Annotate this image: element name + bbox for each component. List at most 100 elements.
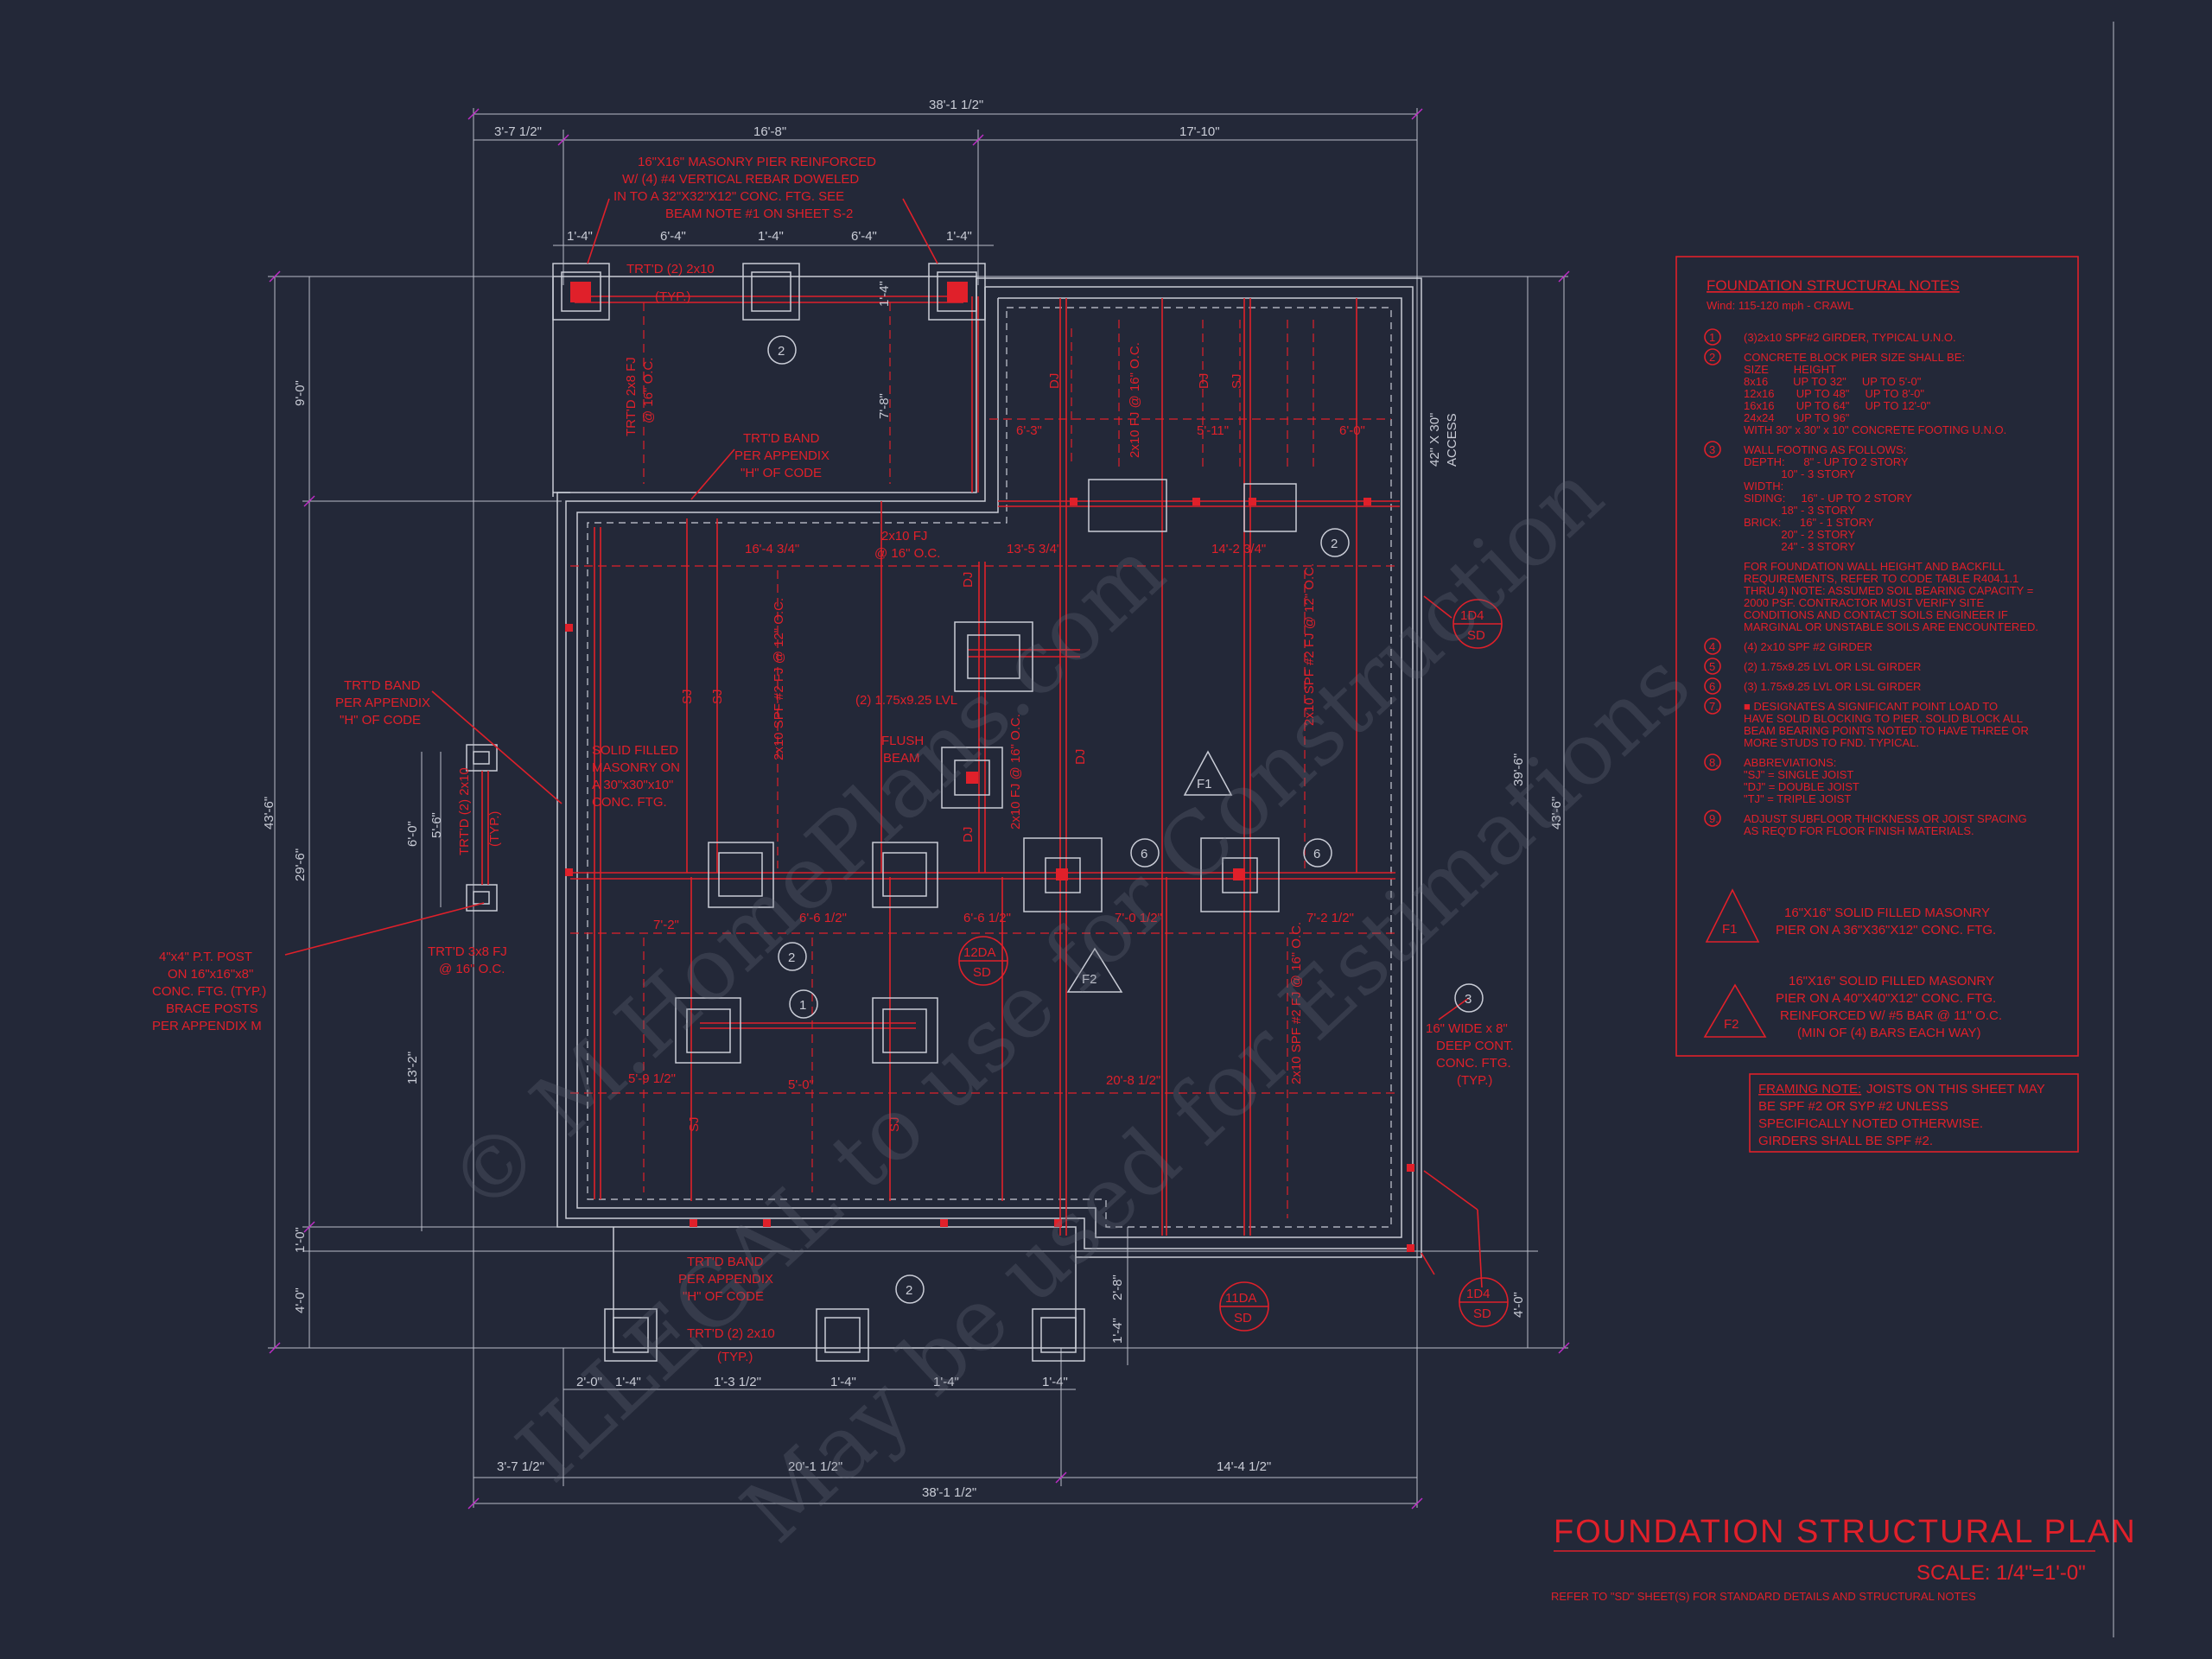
dim-stair-1: 2'-8" (1110, 1274, 1125, 1300)
span-14: 5'-9 1/2" (628, 1071, 676, 1086)
trtd-bot-1: TRT'D (2) 2x10 (687, 1326, 775, 1341)
note-line: CONDITIONS AND CONTACT SOILS ENGINEER IF (1744, 608, 2008, 621)
f2-legend-3: REINFORCED W/ #5 BAR @ 11" O.C. (1780, 1008, 2002, 1023)
tag-2-b (1320, 528, 1350, 557)
note-line: 12x16 UP TO 48" UP TO 8'-0" (1744, 387, 1924, 400)
band-top-2: PER APPENDIX (734, 448, 830, 463)
pier-tr-fill (947, 282, 968, 302)
top-dimensions: 38'-1 1/2" 3'-7 1/2" 16'-8" 17'-10" 1'-4… (473, 98, 1418, 1508)
note-line: 8x16 UP TO 32" UP TO 5'-0" (1744, 375, 1922, 388)
span-9: 6'-6 1/2" (963, 911, 1011, 925)
dj-1: DJ (1047, 373, 1062, 389)
note-line: "DJ" = DOUBLE JOIST (1744, 780, 1859, 793)
note-line: THRU 4) NOTE: ASSUMED SOIL BEARING CAPAC… (1744, 584, 2033, 597)
pier-note-4: BEAM NOTE #1 ON SHEET S-2 (665, 207, 853, 221)
pier-note-3: IN TO A 32"X32"X12" CONC. FTG. SEE (613, 189, 844, 204)
note-line: (4) 2x10 SPF #2 GIRDER (1744, 640, 1872, 653)
band-top-1: TRT'D BAND (743, 431, 820, 446)
note-line: 16x16 UP TO 64" UP TO 12'-0" (1744, 399, 1931, 412)
detail-bubbles: 1D4 SD 1D4 SD 11DA SD 12DA SD (958, 599, 1509, 1332)
f2-marker-label: F2 (1082, 972, 1097, 987)
joist-label-4: 2x10 SPF #2 FJ @ 16" O.C. (1289, 922, 1304, 1084)
band-left-3: "H" OF CODE (340, 713, 421, 728)
dim-left-bot2: 4'-0" (293, 1287, 308, 1313)
dim-pier-span2: 6'-4" (851, 229, 877, 244)
footing-2: DEEP CONT. (1436, 1039, 1514, 1053)
pier-tm (751, 271, 791, 312)
dim-left-mid: 29'-6" (293, 849, 308, 881)
pier-g2 (872, 842, 938, 908)
note-line: ABBREVIATIONS: (1744, 756, 1836, 769)
pier-tr (937, 271, 977, 312)
tag-6-a (1130, 838, 1160, 868)
dim-bot-total: 38'-1 1/2" (922, 1485, 976, 1500)
tag-1 (789, 989, 818, 1019)
dim-right-bot: 4'-0" (1511, 1292, 1526, 1318)
dim-right-total: 43'-6" (1549, 797, 1564, 830)
joist-lines (570, 302, 1395, 1218)
tag-2-d (895, 1274, 925, 1304)
dj-5: DJ (961, 827, 976, 842)
pier-bot-1 (604, 1308, 658, 1362)
post-note-2: ON 16"x16"x8" (168, 967, 253, 982)
leaders (284, 198, 1483, 1288)
pier-r1 (1088, 479, 1167, 532)
pier-l2 (872, 997, 938, 1064)
note-line: 24" - 3 STORY (1744, 540, 1855, 553)
notes-panel: FOUNDATION STRUCTURAL NOTES Wind: 115-12… (1675, 256, 2079, 1153)
dj-2: DJ (1197, 373, 1211, 389)
f2-legend-4: (MIN OF (4) BARS EACH WAY) (1797, 1026, 1981, 1040)
note-line: 24x24 UP TO 96" (1744, 411, 1850, 424)
post-note-3: CONC. FTG. (TYP.) (152, 984, 266, 999)
callouts: 16"X16" MASONRY PIER REINFORCED W/ (4) #… (152, 155, 1514, 1364)
pier-g3 (1023, 837, 1103, 912)
span-5: 5'-11" (1197, 423, 1229, 438)
footing-1: 16" WIDE x 8" (1426, 1021, 1508, 1036)
note-number: 7. (1709, 700, 1719, 713)
dj-4: DJ (1073, 749, 1088, 765)
note-number-circle (1704, 810, 1721, 827)
dim-bot-p2: 1'-4" (615, 1375, 641, 1389)
note-number: 3 (1709, 443, 1715, 456)
f1-legend-1: 16"X16" SOLID FILLED MASONRY (1784, 906, 1990, 920)
pier-bot-2 (816, 1308, 869, 1362)
det-122-bot: SD (973, 965, 991, 980)
flush-beam-2: BEAM (883, 751, 920, 766)
span-3: 14'-2 3/4" (1211, 542, 1266, 556)
framing-note-3: SPECIFICALLY NOTED OTHERWISE. (1758, 1116, 1983, 1131)
dim-bot-right: 14'-4 1/2" (1217, 1459, 1271, 1474)
note-number-circle (1704, 677, 1721, 695)
framing-note-box (1749, 1073, 2079, 1153)
band-bot-3: "H" OF CODE (683, 1289, 764, 1304)
dim-left-bot1: 1'-0" (293, 1227, 308, 1253)
dim-post-2: 5'-6" (429, 812, 444, 838)
f2-legend-triangle (1703, 983, 1767, 1038)
tag-3 (1454, 983, 1484, 1013)
band-top-3: "H" OF CODE (741, 466, 822, 480)
bottom-dimensions: 3'-7 1/2" 20'-1 1/2" 14'-4 1/2" 38'-1 1/… (474, 1227, 1417, 1504)
pier-flush (941, 747, 1003, 809)
svg-text:2: 2 (1331, 537, 1338, 551)
note-number: 1 (1709, 331, 1715, 344)
solid-masonry-3: A 30"x30"x10" (592, 778, 673, 792)
access-2: ACCESS (1445, 413, 1459, 467)
det-104-bot: SD (1467, 628, 1485, 643)
dim-bot-left: 3'-7 1/2" (497, 1459, 544, 1474)
note-line: 2000 PSF. CONTRACTOR MUST VERIFY SITE (1744, 596, 1984, 609)
joist-label-5: 2x10 FJ @ 16" O.C. (1128, 342, 1142, 458)
dim-pier-a: 1'-4" (567, 229, 593, 244)
fj-2x10-1: 2x10 FJ (881, 529, 927, 543)
framing-note-4: GIRDERS SHALL BE SPF #2. (1758, 1134, 1933, 1148)
det-110-bot: SD (1234, 1311, 1252, 1325)
foundation-walls (552, 276, 1422, 1349)
trtd-top-2: (TYP.) (655, 289, 690, 304)
sheet-refer-note: REFER TO "SD" SHEET(S) FOR STANDARD DETA… (1551, 1590, 1976, 1603)
span-6: 6'-0" (1339, 423, 1365, 438)
pier-tm-footing (742, 263, 800, 321)
notes-box (1675, 256, 2079, 1057)
note-line: MARGINAL OR UNSTABLE SOILS ARE ENCOUNTER… (1744, 620, 2038, 633)
note-line: WALL FOOTING AS FOLLOWS: (1744, 443, 1906, 456)
